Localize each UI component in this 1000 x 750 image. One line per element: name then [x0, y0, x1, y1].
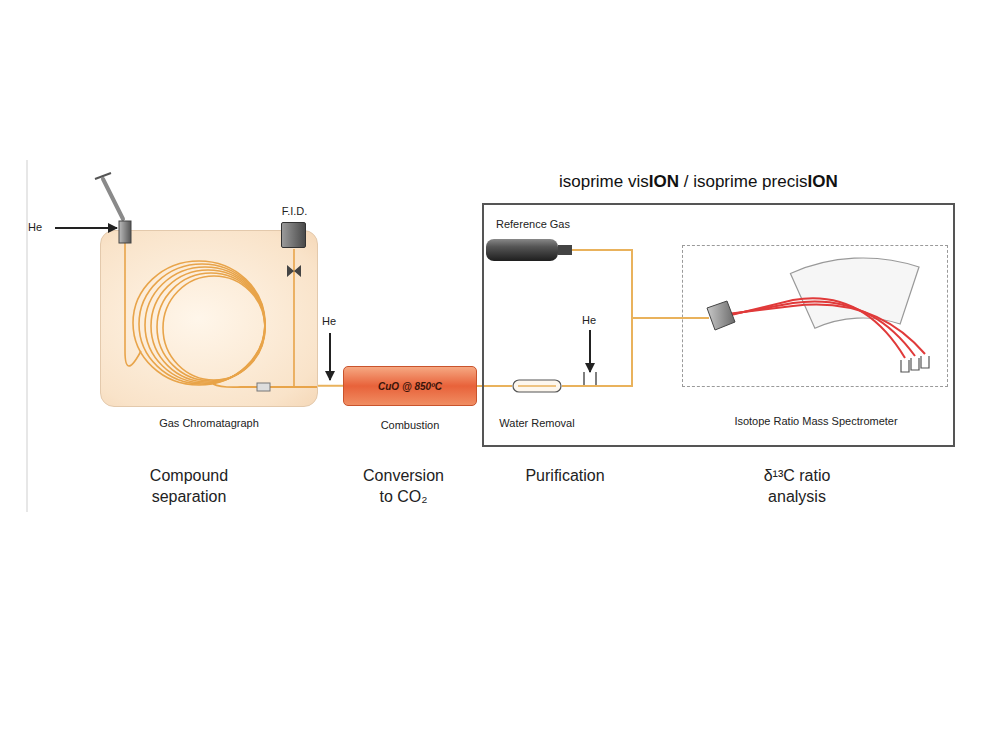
water-trap: Water Removal: [512, 376, 562, 396]
combustion-tube: CuO @ 850ºCCombustion: [343, 366, 477, 406]
ion-beam: [727, 298, 905, 358]
gas-label: He: [322, 314, 336, 328]
inlet-line: [682, 317, 709, 319]
instrument-box: Reference GasWater Removal Isotope Ratio …: [482, 203, 955, 447]
gas-chromatograph: F.I.D.Gas Chromatagraph: [100, 230, 318, 407]
collector-cup: [911, 358, 919, 370]
cylinder-valve: [558, 245, 572, 255]
illustration: [486, 237, 572, 263]
collector-cup: [901, 360, 909, 372]
illustration: [683, 246, 946, 385]
stage-label: δ¹³C ratio analysis: [747, 465, 847, 507]
flow-tube: [572, 250, 682, 318]
stage-label: Conversion to CO₂: [356, 465, 451, 507]
helium-arrow: [589, 330, 591, 372]
stage-label: Compound separation: [129, 465, 249, 507]
column-coil: [163, 276, 265, 380]
helium-arrow: [55, 227, 117, 229]
syringe: [103, 179, 123, 219]
column-coil: [157, 273, 265, 381]
membrane-tube: [513, 380, 561, 392]
reference-gas-cylinder: Reference Gas: [486, 237, 572, 263]
ion-source: [707, 301, 735, 330]
column-inlet: [125, 243, 141, 366]
flow-tube: [562, 318, 682, 386]
valve-symbol: [287, 265, 301, 277]
inner-tube: [518, 385, 556, 387]
node-label: Isotope Ratio Mass Spectrometer: [663, 414, 969, 428]
column-coil: [145, 267, 265, 383]
fid-detector: F.I.D.: [281, 222, 306, 248]
splitter: [257, 383, 270, 391]
node-label: Water Removal: [482, 416, 592, 430]
mass-spectrometer: Isotope Ratio Mass Spectrometer: [682, 245, 948, 387]
helium-inlet: [595, 372, 597, 385]
node-label: Gas Chromatagraph: [101, 416, 317, 430]
helium-inlet: [583, 372, 585, 385]
node-label: isoprime visION / isoprime precisION: [559, 171, 838, 193]
node-label: Reference Gas: [496, 217, 570, 231]
frame-line: [27, 160, 28, 512]
column-coil: [133, 261, 265, 385]
collector-cup: [921, 356, 929, 368]
illustration: [101, 231, 317, 406]
injector: [119, 221, 131, 243]
node-label: F.I.D.: [270, 204, 319, 218]
ion-beam: [727, 305, 925, 354]
stage-label: Purification: [505, 465, 625, 486]
column-coil: [139, 264, 265, 384]
gas-label: He: [28, 220, 42, 234]
node-label: CuO @ 850ºC: [344, 380, 476, 393]
syringe-plunger: [95, 173, 111, 179]
gas-cylinder: [486, 239, 558, 261]
illustration: [512, 376, 562, 396]
helium-arrow: [329, 333, 331, 380]
node-heading: Combustion: [344, 418, 476, 432]
column-coil: [151, 270, 265, 382]
gas-label: He: [582, 313, 596, 327]
flow-tube: [318, 385, 343, 387]
magnet-sector: [790, 258, 919, 328]
